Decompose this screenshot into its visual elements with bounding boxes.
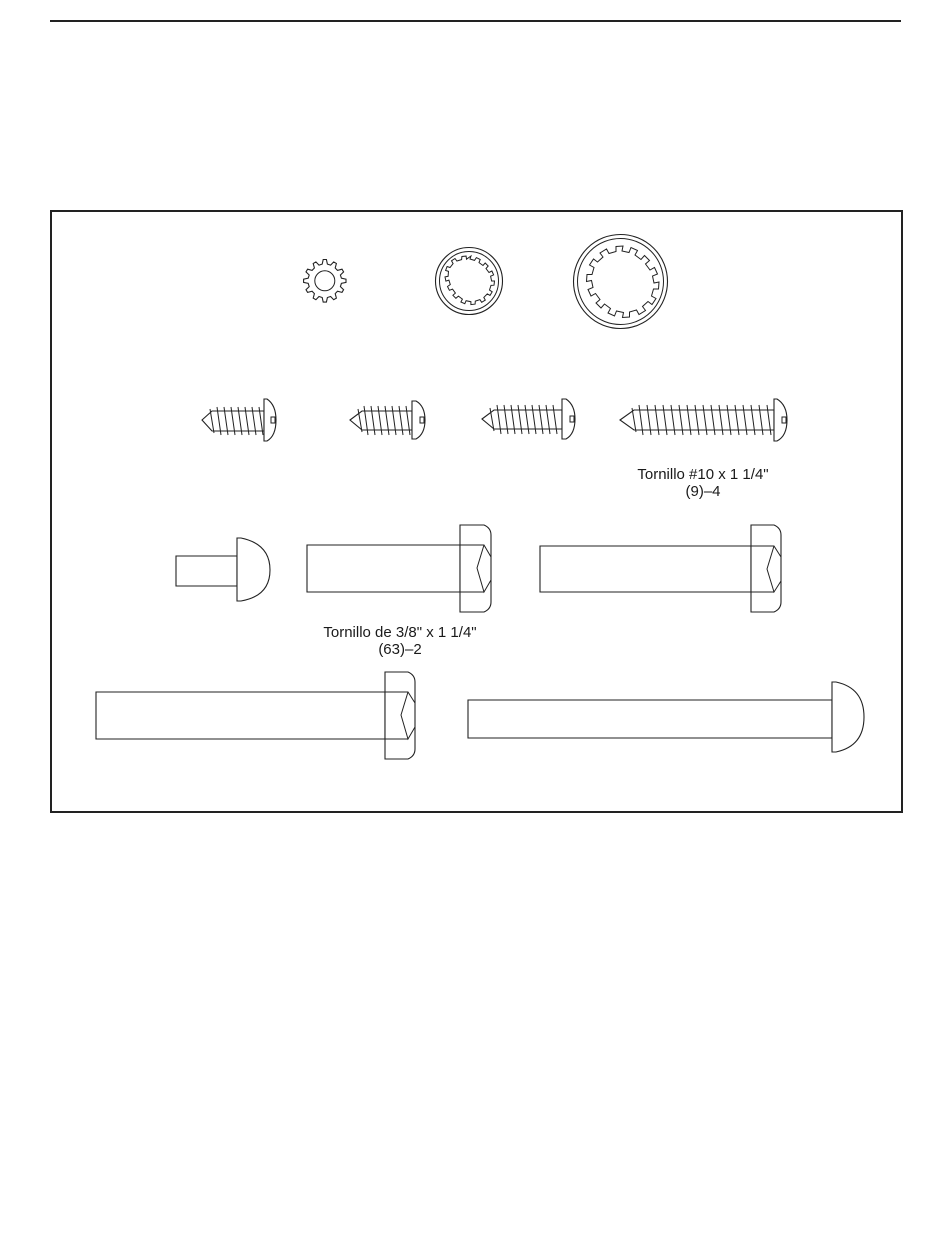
hex-bolt-3-8-x-1-1-4 — [307, 525, 491, 612]
medium-tapping-screw — [482, 399, 575, 439]
long-button-head-bolt — [468, 682, 864, 752]
label-part-key: (9)–4 — [618, 483, 788, 500]
large-internal-tooth-lock-washer — [574, 235, 668, 329]
label-part-name: Tornillo de 3/8" x 1 1/4" — [300, 624, 500, 641]
short-button-head-bolt — [176, 538, 270, 601]
label-part-key: (63)–2 — [300, 641, 500, 658]
short-tapping-screw-a — [202, 399, 276, 441]
hex-bolt-medium — [540, 525, 781, 612]
short-tapping-screw-b — [350, 401, 425, 439]
long-tapping-screw-10x1-1-4 — [620, 399, 787, 441]
hex-bolt-long — [96, 672, 415, 759]
label-tornillo-3-8-x-1-1-4: Tornillo de 3/8" x 1 1/4" (63)–2 — [300, 624, 500, 658]
label-tornillo-10-x-1-1-4: Tornillo #10 x 1 1/4" (9)–4 — [618, 466, 788, 500]
small-star-lock-washer — [304, 260, 346, 303]
medium-internal-tooth-lock-washer — [436, 248, 503, 315]
label-part-name: Tornillo #10 x 1 1/4" — [618, 466, 788, 483]
